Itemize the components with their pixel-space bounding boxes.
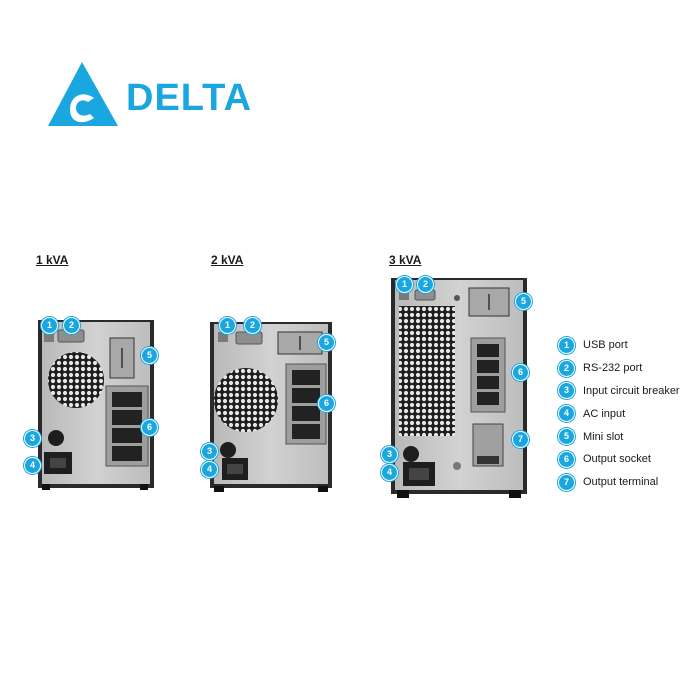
legend-label: Output terminal <box>583 476 659 489</box>
legend-badge: 3 <box>558 382 575 400</box>
ups-3kva-badge-5: 5 <box>515 293 532 310</box>
ups-3kva-badge-3: 3 <box>381 446 398 463</box>
ups-1kva-badge-4: 4 <box>24 457 41 474</box>
legend-badge: 1 <box>558 336 575 354</box>
delta-logo: DELTA <box>48 60 258 130</box>
legend-badge: 5 <box>558 428 575 446</box>
ups-1kva-rear-panel <box>38 318 156 492</box>
legend-label: AC input <box>583 407 626 420</box>
legend-item-input-circuit-breaker: 3 Input circuit breaker <box>558 380 698 403</box>
model-title-2kva: 2 kVA <box>211 253 244 267</box>
legend-badge: 7 <box>558 473 575 491</box>
ups-2kva-badge-5: 5 <box>318 334 335 351</box>
ups-2kva-badge-4: 4 <box>201 461 218 478</box>
ups-3kva-badge-1: 1 <box>396 276 413 293</box>
ups-3kva-badge-6: 6 <box>512 364 529 381</box>
legend-item-mini-slot: 5 Mini slot <box>558 425 698 448</box>
delta-triangle-logo-icon <box>48 62 118 126</box>
legend-label: Input circuit breaker <box>583 384 680 397</box>
legend-badge: 4 <box>558 405 575 423</box>
brand-name: DELTA <box>126 77 253 119</box>
legend-badge: 2 <box>558 359 575 377</box>
legend-item-output-terminal: 7 Output terminal <box>558 471 698 494</box>
ups-3kva-badge-4: 4 <box>381 464 398 481</box>
legend-item-ac-input: 4 AC input <box>558 402 698 425</box>
ups-3kva-badge-7: 7 <box>512 431 529 448</box>
ups-2kva-badge-2: 2 <box>244 317 261 334</box>
ups-2kva-badge-1: 1 <box>219 317 236 334</box>
legend-label: USB port <box>583 339 628 352</box>
ups-3kva-rear-panel <box>391 276 529 500</box>
model-title-1kva: 1 kVA <box>36 253 69 267</box>
ups-1kva-badge-1: 1 <box>41 317 58 334</box>
ups-3kva-badge-2: 2 <box>417 276 434 293</box>
ups-1kva-badge-3: 3 <box>24 430 41 447</box>
ups-2kva-rear-panel <box>210 320 334 494</box>
ups-1kva-badge-2: 2 <box>63 317 80 334</box>
legend-label: RS-232 port <box>583 362 643 375</box>
port-legend: 1 USB port 2 RS-232 port 3 Input circuit… <box>558 334 698 494</box>
model-title-3kva: 3 kVA <box>389 253 422 267</box>
ups-1kva-badge-5: 5 <box>141 347 158 364</box>
ups-2kva-badge-6: 6 <box>318 395 335 412</box>
legend-label: Output socket <box>583 453 651 466</box>
legend-badge: 6 <box>558 450 575 468</box>
ups-1kva-badge-6: 6 <box>141 419 158 436</box>
legend-item-output-socket: 6 Output socket <box>558 448 698 471</box>
ups-2kva-badge-3: 3 <box>201 443 218 460</box>
legend-item-usb-port: 1 USB port <box>558 334 698 357</box>
legend-label: Mini slot <box>583 430 624 443</box>
legend-item-rs232-port: 2 RS-232 port <box>558 357 698 380</box>
